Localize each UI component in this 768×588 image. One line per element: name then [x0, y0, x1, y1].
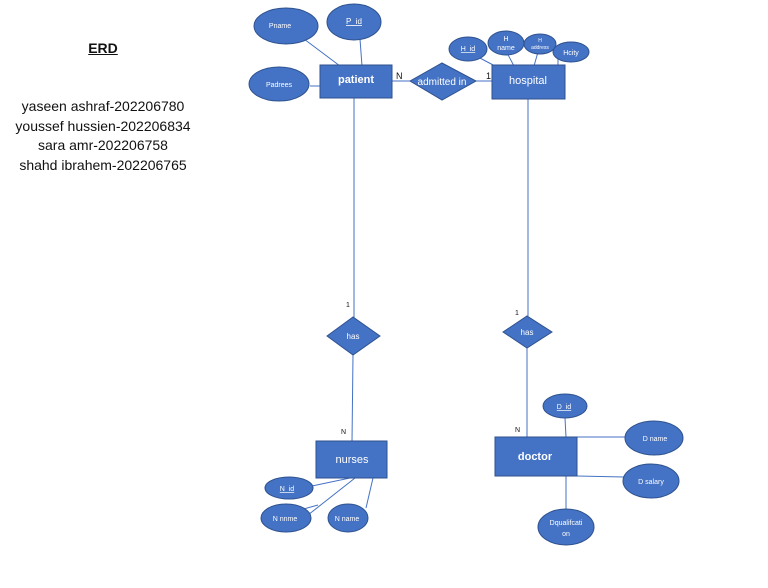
cardinality-patient-admitted: N: [396, 71, 403, 81]
entity-nurses-label: nurses: [335, 454, 369, 466]
connector-n-name: [365, 477, 374, 509]
attribute-d-name: D name: [624, 420, 684, 456]
cardinality-nurses-has: N: [341, 429, 346, 436]
attribute-h-address: H address: [523, 33, 557, 55]
cardinality-hospital-has: 1: [515, 310, 519, 317]
entity-hospital-label: hospital: [509, 75, 547, 87]
attribute-n-name: N name: [327, 503, 369, 533]
relationship-hospital-doctor-label: has: [521, 328, 534, 337]
attribute-d-id-label: D_id: [557, 404, 572, 411]
authors-list: yaseen ashraf-202206780 youssef hussien-…: [0, 97, 206, 175]
attribute-dqualification-line1: Dqualifcati: [550, 520, 583, 527]
attribute-h-id: H_id: [448, 36, 488, 62]
attribute-n-id-label: N_id: [280, 486, 295, 493]
connector-d-id: [564, 417, 567, 438]
attribute-dqualification-line2: on: [562, 531, 570, 538]
attribute-d-name-label: D name: [643, 436, 668, 443]
relationship-patient-nurses-label: has: [347, 332, 360, 341]
attribute-n-id: N_id: [264, 476, 314, 500]
attribute-h-name: H name: [487, 30, 525, 56]
attribute-h-id-label: H_id: [461, 46, 476, 53]
relationship-admitted-label: admitted in: [418, 77, 467, 88]
attribute-d-salary: D salary: [622, 463, 680, 499]
connector-n-id: [311, 477, 351, 487]
attribute-padrees: Padrees: [248, 66, 310, 102]
connector-has-nurses: [351, 354, 354, 443]
cardinality-doctor-has: N: [515, 427, 520, 434]
attribute-hcity-label: Hcity: [563, 50, 579, 57]
entity-patient-label: patient: [338, 74, 374, 86]
relationship-patient-nurses: has: [326, 316, 381, 356]
cardinality-patient-has: 1: [346, 302, 350, 309]
relationship-hospital-doctor: has: [502, 315, 553, 349]
attribute-p-id: P_id: [326, 3, 382, 41]
connector-d-salary: [576, 475, 625, 478]
attribute-padrees-label: Padrees: [266, 82, 293, 89]
attribute-pname: Pname: [253, 7, 319, 45]
attribute-n-nnme-label: N nnme: [273, 516, 298, 523]
attribute-h-name-line1: H: [503, 36, 508, 43]
entity-doctor: doctor: [494, 436, 578, 477]
attribute-h-address-line1: H: [538, 38, 542, 44]
attribute-p-id-label: P_id: [346, 17, 362, 26]
attribute-n-name-label: N name: [335, 516, 360, 523]
entity-patient: patient: [319, 64, 393, 99]
connector-n-nnme: [307, 477, 356, 516]
cardinality-hospital-admitted: 1: [486, 71, 491, 81]
entity-hospital: hospital: [491, 64, 566, 100]
entity-nurses: nurses: [315, 440, 388, 479]
author-2: youssef hussien-202206834: [15, 117, 191, 134]
attribute-pname-label: Pname: [269, 23, 291, 30]
relationship-admitted-in: admitted in: [409, 62, 478, 101]
attribute-h-name-line2: name: [497, 45, 515, 52]
entity-doctor-label: doctor: [518, 451, 553, 463]
attribute-h-address-line2: address: [531, 45, 549, 51]
connector-pname: [299, 35, 341, 67]
attribute-d-id: D_id: [542, 393, 588, 419]
attribute-d-salary-label: D salary: [638, 479, 664, 486]
attribute-n-nnme: N nnme: [260, 503, 312, 533]
erd-title: ERD: [88, 40, 118, 56]
attribute-dqualification: Dqualifcati on: [537, 508, 595, 546]
author-3: sara amr-202206758: [38, 137, 168, 153]
author-4: shahd ibrahem-202206765: [19, 156, 187, 173]
author-1: yaseen ashraf-202206780: [21, 98, 185, 114]
connector-p-id: [359, 38, 363, 67]
attribute-hcity: Hcity: [552, 41, 590, 63]
